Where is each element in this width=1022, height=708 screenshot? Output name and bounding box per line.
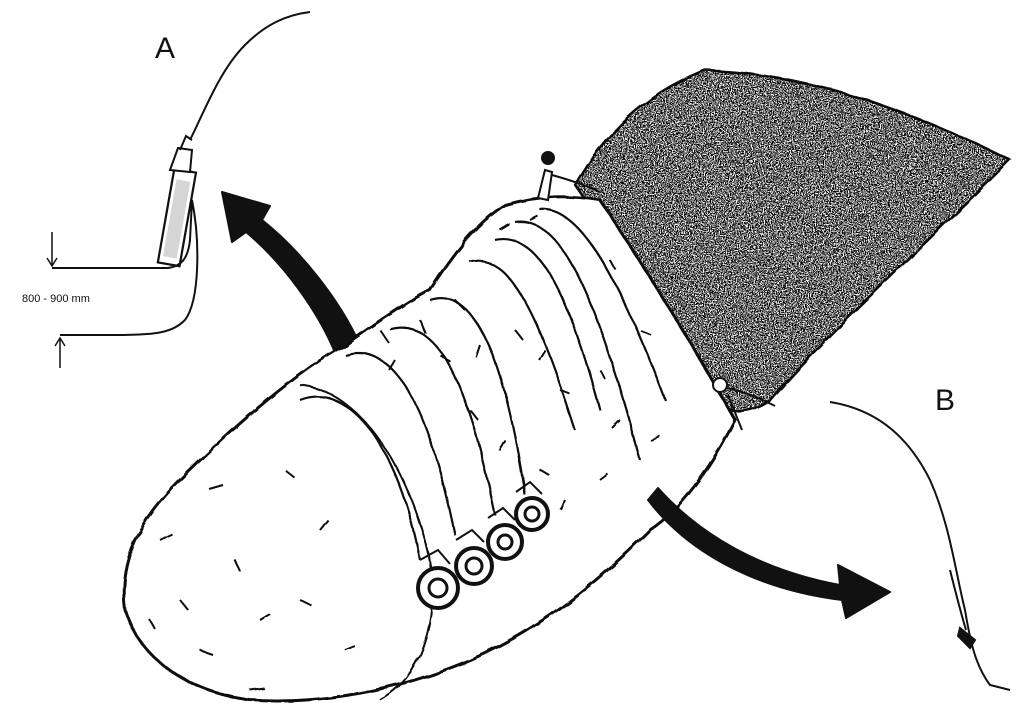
panel-b-probe <box>958 628 975 648</box>
panel-b-label: B <box>935 384 955 417</box>
panel-a-probe <box>158 136 196 266</box>
panel-b-bag-profile <box>830 402 1010 690</box>
arrow-to-panel-b <box>648 488 890 618</box>
arrow-to-panel-a <box>222 192 360 355</box>
panel-a-label: A <box>155 32 175 65</box>
panel-a-hose-line <box>190 12 310 140</box>
panel-a-inset <box>47 12 310 368</box>
silage-bag <box>124 70 1010 701</box>
depth-dimension-label: 800 - 900 mm <box>22 293 90 305</box>
panel-b-inset <box>830 402 1010 690</box>
